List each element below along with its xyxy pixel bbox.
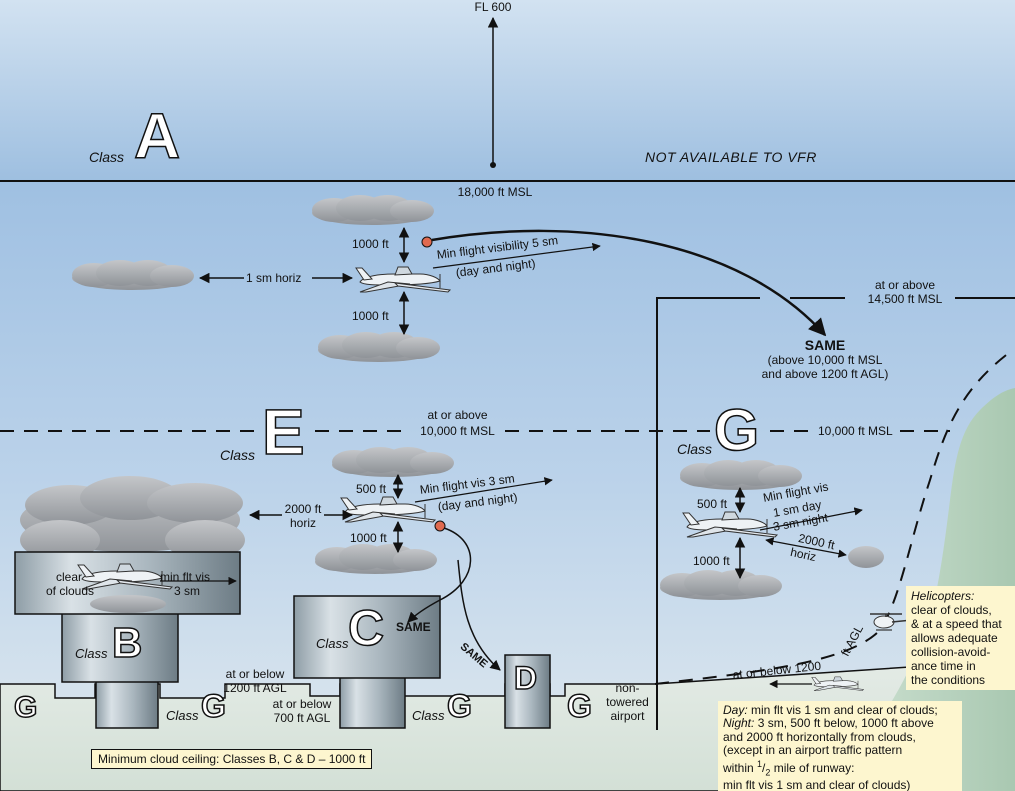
label-below-1200-l1: at or below xyxy=(225,667,285,681)
day-night-line: and 2000 ft horizontally from clouds, xyxy=(723,729,916,744)
class-g-upper-word: Class xyxy=(677,441,713,457)
not-available-vfr: NOT AVAILABLE TO VFR xyxy=(645,149,817,165)
label-g-1000: 1000 ft xyxy=(693,554,730,568)
arrow-same-c xyxy=(407,527,472,623)
label-14500-l2: 14,500 ft MSL xyxy=(867,292,943,306)
day-text: min flt vis 1 sm and clear of clouds; xyxy=(747,703,938,717)
line-1200-agl xyxy=(654,351,1011,685)
label-1000-below: 1000 ft xyxy=(352,309,389,323)
class-g-letter-3: G xyxy=(446,688,472,724)
arrow-g-vis xyxy=(759,507,863,531)
label-below-700-l2: 700 ft AGL xyxy=(273,711,331,725)
day-line: Day: min flt vis 1 sm and clear of cloud… xyxy=(723,703,957,717)
within-line: within 1/2 mile of runway: xyxy=(723,758,855,778)
same-sub2-label: and above 1200 ft AGL) xyxy=(761,367,889,381)
helicopter-note: Helicopters: clear of clouds, & at a spe… xyxy=(906,586,1015,690)
label-10k-l1: at or above xyxy=(427,408,488,422)
cloud-b-large xyxy=(20,476,245,560)
arrow-same-d xyxy=(457,559,501,671)
arrow-min-vis-3 xyxy=(414,477,553,503)
class-c-upper-tier xyxy=(293,595,441,679)
class-a-sky xyxy=(0,0,1015,181)
day-night-line: (except in an airport traffic pattern xyxy=(723,743,903,758)
class-g-boundary xyxy=(656,297,760,730)
within-num: 1 xyxy=(757,758,763,769)
same-c-label: SAME xyxy=(396,620,431,634)
same-sub1-label: (above 10,000 ft MSL xyxy=(767,353,883,367)
class-g-letter-2: G xyxy=(200,688,226,724)
helicopter-note-line: the conditions xyxy=(911,673,986,687)
same-main-label: SAME xyxy=(804,337,846,353)
label-below-700-l1: at or below xyxy=(272,697,332,711)
within-pre: within xyxy=(723,760,758,775)
helicopter-note-line: clear of clouds, xyxy=(911,603,992,617)
arrow-same-g xyxy=(431,229,827,337)
label-10k-l2: 10,000 ft MSL xyxy=(420,424,495,438)
helicopter-note-line: & at a speed that xyxy=(911,617,1002,631)
label-g-500: 500 ft xyxy=(697,497,728,511)
class-a-word: Class xyxy=(89,149,125,165)
helicopter-note-line: allows adequate xyxy=(911,631,998,645)
night-text: 3 sm, 500 ft below, 1000 ft above xyxy=(754,716,934,731)
label-1sm-horiz: 1 sm horiz xyxy=(246,271,302,285)
helicopter-note-line: ance time in xyxy=(911,659,976,673)
label-1000-above: 1000 ft xyxy=(352,237,389,251)
class-c-letter: C xyxy=(347,600,385,656)
day-night-note: Day: min flt vis 1 sm and clear of cloud… xyxy=(718,701,962,791)
night-label: Night: xyxy=(723,716,755,731)
label-e-1000: 1000 ft xyxy=(350,531,387,545)
fl600-base-dot xyxy=(490,162,496,168)
non-towered-l3: airport xyxy=(610,709,645,723)
night-line: Night: 3 sm, 500 ft below, 1000 ft above xyxy=(723,717,957,730)
class-d-letter: D xyxy=(513,660,538,696)
within-post: mile of runway: xyxy=(770,760,855,775)
class-g-upper-letter: G xyxy=(713,398,760,463)
cloud-inside-b xyxy=(90,595,166,613)
label-e-horiz-l1: 2000 ft xyxy=(284,502,322,516)
helicopter-note-title: Helicopters: xyxy=(911,589,975,603)
label-b-vis-l2: 3 sm xyxy=(174,584,201,598)
label-e-500: 500 ft xyxy=(356,482,387,496)
class-g-letter-4: G xyxy=(566,688,592,724)
day-label: Day: xyxy=(723,703,748,717)
arrow-min-vis-5 xyxy=(432,242,601,269)
msl-18000-label: 18,000 ft MSL xyxy=(457,185,533,199)
label-below-1200-l2: 1200 ft AGL xyxy=(223,681,287,695)
label-e-horiz-l2: horiz xyxy=(289,516,316,530)
non-towered-l2: towered xyxy=(606,695,649,709)
class-g-word-2: Class xyxy=(166,708,199,723)
class-g-word-3: Class xyxy=(412,708,445,723)
same-origin-dot-e xyxy=(434,520,446,532)
class-e-letter: E xyxy=(261,396,305,468)
class-e-word: Class xyxy=(220,447,256,463)
class-d-cylinder xyxy=(504,654,551,729)
class-b-middle-tier xyxy=(61,611,179,683)
label-b-clear-l1: clear xyxy=(55,570,82,584)
non-towered-l1: non- xyxy=(615,681,640,695)
same-origin-dot xyxy=(421,236,433,248)
ceiling-note: Minimum cloud ceiling: Classes B, C & D … xyxy=(91,749,373,769)
within-den: 2 xyxy=(765,767,771,778)
class-b-letter: B xyxy=(111,619,143,666)
helicopter-note-line: collision-avoid- xyxy=(911,645,991,659)
label-10k-right: 10,000 ft MSL xyxy=(818,424,893,438)
class-a-letter: A xyxy=(133,100,181,172)
class-c-word: Class xyxy=(316,636,349,651)
label-b-clear-l2: of clouds xyxy=(45,584,95,598)
class-g-letter-1: G xyxy=(13,691,38,724)
day-night-last-line: min flt vis 1 sm and clear of clouds) xyxy=(723,778,911,791)
cloud-g-small xyxy=(848,546,884,568)
label-14500-l1: at or above xyxy=(874,278,936,292)
label-b-vis-l1: min flt vis xyxy=(160,570,211,584)
class-b-word: Class xyxy=(75,646,108,661)
arrow-g-horiz xyxy=(765,537,847,558)
helicopter-icon xyxy=(870,613,913,631)
fl600-label: FL 600 xyxy=(474,0,512,14)
